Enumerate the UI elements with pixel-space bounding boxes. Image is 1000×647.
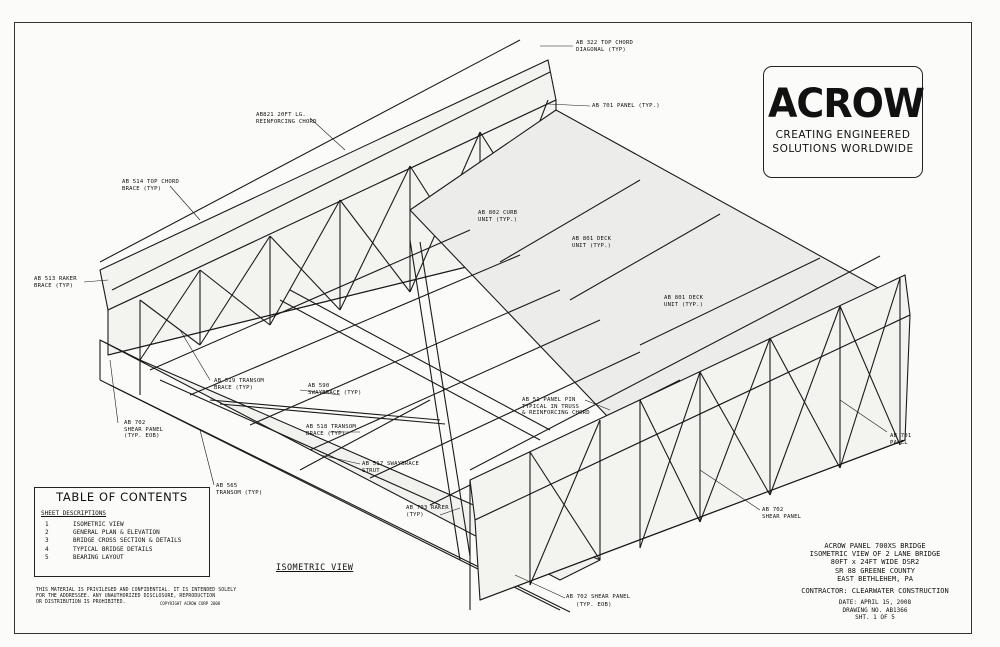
toc-description: BRIDGE CROSS SECTION & DETAILS bbox=[73, 537, 182, 545]
sheet-number: SHT. 1 OF 5 bbox=[855, 614, 895, 622]
confidentiality-notice: THIS MATERIAL IS PRIVILEGED AND CONFIDEN… bbox=[36, 588, 236, 606]
callout-shear-panel-bottom: AB 702 SHEAR PANEL bbox=[566, 594, 631, 600]
callout-shear-panel-right: AB 702 SHEAR PANEL bbox=[762, 507, 802, 520]
toc-row: 3 BRIDGE CROSS SECTION & DETAILS bbox=[41, 537, 181, 545]
callout-panel-pin: AB 51 PANEL PIN TYPICAL IN TRUSS & REINF… bbox=[522, 397, 590, 417]
title-line: ISOMETRIC VIEW OF 2 LANE BRIDGE bbox=[809, 550, 941, 559]
toc-title: TABLE OF CONTENTS bbox=[56, 490, 188, 504]
toc-rows: 1 ISOMETRIC VIEW 2 GENERAL PLAN & ELEVATIO… bbox=[41, 521, 181, 562]
toc-description: BEARING LAYOUT bbox=[73, 553, 124, 561]
toc-description: TYPICAL BRIDGE DETAILS bbox=[73, 545, 153, 553]
notice-line: OR DISTRIBUTION IS PROHIBITED. bbox=[36, 600, 126, 605]
callout-eob-bottom: (TYP. EOB) bbox=[576, 602, 612, 608]
toc-sheet-number: 1 bbox=[45, 521, 49, 528]
right-truss bbox=[469, 255, 911, 610]
toc-row: 1 ISOMETRIC VIEW bbox=[41, 521, 181, 529]
callout-top-chord-brace: AB 514 TOP CHORD BRACE (TYP) bbox=[122, 179, 180, 192]
logo-tagline-1: CREATING ENGINEERED bbox=[775, 129, 911, 141]
toc-sheet-number: 3 bbox=[45, 537, 49, 545]
callout-swaybrace-strut: AB 517 SWAYBRACE STRUT bbox=[362, 461, 420, 474]
callout-transom: AB 565 TRANSOM (TYP) bbox=[216, 483, 263, 496]
view-title: ISOMETRIC VIEW bbox=[276, 563, 354, 573]
toc-row: 5 BEARING LAYOUT bbox=[41, 554, 181, 562]
logo-tagline-2: SOLUTIONS WORLDWIDE bbox=[772, 143, 914, 155]
title-line: SR 88 GREENE COUNTY bbox=[834, 566, 916, 575]
callout-reinforcing-chord: AB821 20FT LG. REINFORCING CHORD bbox=[256, 112, 317, 125]
toc-description: ISOMETRIC VIEW bbox=[73, 521, 124, 528]
notice-line: FOR THE ADDRESSEE. ANY UNAUTHORIZED DISC… bbox=[36, 594, 216, 599]
callout-transom-brace-519: AB 519 TRANSOM BRACE (TYP) bbox=[214, 378, 264, 391]
callout-panel-right: AB 701 PANEL bbox=[890, 433, 912, 446]
toc-description: GENERAL PLAN & ELEVATION bbox=[73, 529, 160, 537]
title-line: EAST BETHLEHEM, PA bbox=[837, 574, 913, 583]
toc-sheet-number: 2 bbox=[45, 529, 49, 537]
callout-raker-brace: AB 513 RAKER BRACE (TYP) bbox=[34, 276, 77, 289]
title-line: ACROW PANEL 700XS BRIDGE bbox=[824, 542, 926, 550]
callout-raker-703: AB 703 RAKER (TYP) bbox=[406, 505, 449, 518]
toc-header: SHEET DESCRIPTIONS bbox=[41, 510, 107, 517]
callout-deck-unit-2: AB 801 DECK UNIT (TYP.) bbox=[664, 295, 704, 308]
callout-curb-unit: AB 802 CURB UNIT (TYP.) bbox=[478, 210, 518, 223]
table-of-contents: TABLE OF CONTENTS SHEET DESCRIPTIONS 1 IS… bbox=[34, 487, 210, 577]
drawing-number: DRAWING NO. AB1366 bbox=[842, 606, 908, 614]
drawing-date: DATE: APRIL 15, 2008 bbox=[838, 599, 912, 607]
callout-top-chord-diagonal: AB 322 TOP CHORD DIAGONAL (TYP) bbox=[576, 40, 634, 53]
title-block: ACROW PANEL 700XS BRIDGE ISOMETRIC VIEW … bbox=[790, 542, 960, 622]
title-line: 80FT x 24FT WIDE DSR2 bbox=[830, 558, 920, 567]
callout-transom-brace-518: AB 518 TRANSOM BRACE (TYP) bbox=[306, 424, 356, 437]
callout-shear-panel-left: AB 702 SHEAR PANEL (TYP. EOB) bbox=[124, 420, 164, 440]
callout-panel-typ-top: AB 701 PANEL (TYP.) bbox=[592, 103, 660, 109]
notice-line: THIS MATERIAL IS PRIVILEGED AND CONFIDEN… bbox=[36, 588, 237, 593]
leader-lines bbox=[83, 45, 888, 599]
toc-row: 2 GENERAL PLAN & ELEVATION bbox=[41, 529, 181, 537]
callout-swaybrace-590: AB 590 SWAYBRACE (TYP) bbox=[308, 383, 362, 396]
toc-sheet-number: 4 bbox=[45, 545, 49, 553]
contractor: CONTRACTOR: CLEARWATER CONSTRUCTION bbox=[801, 587, 949, 596]
sheet-border bbox=[14, 22, 972, 634]
toc-sheet-number: 5 bbox=[45, 553, 49, 561]
callout-deck-unit-1: AB 801 DECK UNIT (TYP.) bbox=[572, 236, 612, 249]
copyright-text: COPYRIGHT ACROW CORP 2008 bbox=[160, 601, 221, 606]
toc-row: 4 TYPICAL BRIDGE DETAILS bbox=[41, 546, 181, 554]
acrow-logo: ACROW CREATING ENGINEERED SOLUTIONS WORL… bbox=[763, 66, 925, 178]
logo-word: ACROW bbox=[767, 81, 925, 127]
